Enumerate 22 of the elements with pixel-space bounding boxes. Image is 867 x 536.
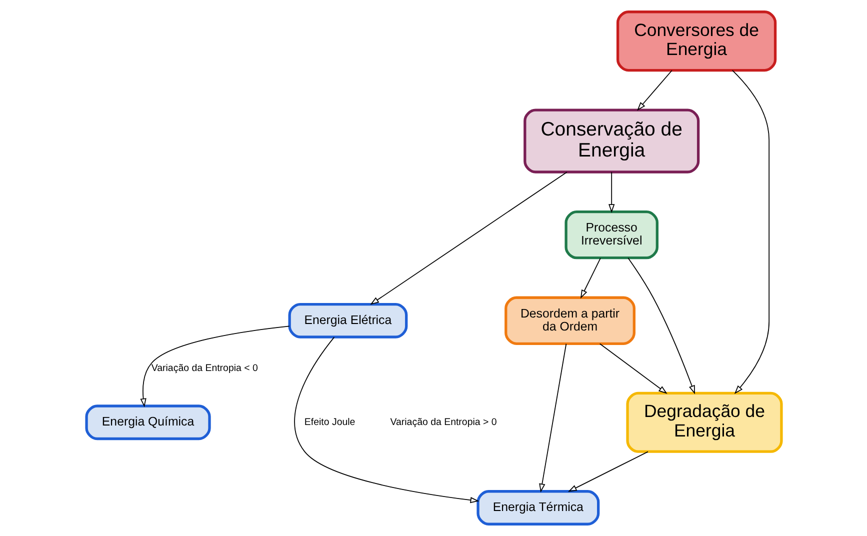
edge-label: Variação da Entropia < 0: [150, 362, 258, 374]
node-box: Degradação de Energia: [626, 392, 782, 453]
arrow: [627, 258, 694, 394]
node-box: Energia Térmica: [476, 490, 600, 526]
arrow: [140, 326, 290, 408]
node-box: Processo Irreversível: [564, 210, 658, 260]
arrow: [636, 70, 672, 111]
arrow: [294, 336, 479, 504]
arrow: [598, 343, 667, 394]
arrow: [538, 343, 566, 492]
node-box: Conversores de Energia: [616, 10, 776, 72]
arrow: [370, 172, 567, 305]
node-box: Energia Química: [84, 404, 210, 440]
node-box: Conservação de Energia: [523, 108, 700, 174]
arrow: [608, 172, 614, 213]
edge-label: Efeito Joule: [304, 416, 355, 428]
arrow: [731, 70, 770, 394]
node-box: Desordem a partir da Ordem: [504, 296, 635, 345]
node-box: Energia Elétrica: [288, 302, 408, 338]
arrow: [580, 258, 600, 299]
arrow: [567, 451, 648, 492]
label: Variação da Entropia > 0: [390, 416, 496, 428]
